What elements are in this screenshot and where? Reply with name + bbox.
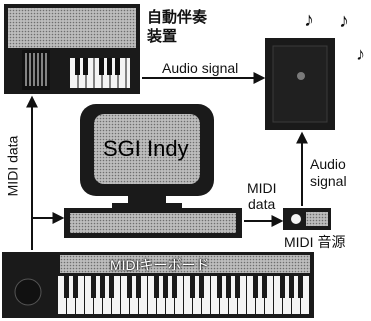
white-key <box>301 276 309 314</box>
black-key <box>100 276 105 298</box>
audio-signal-right-label-line1: Audio <box>310 156 346 172</box>
keyboard-wheel <box>14 278 42 306</box>
black-key <box>172 276 177 298</box>
white-key <box>112 276 120 314</box>
auto-accompaniment-device <box>4 4 140 94</box>
black-key <box>226 276 231 298</box>
white-key <box>184 276 192 314</box>
white-key <box>130 276 138 314</box>
black-key <box>73 276 78 298</box>
midi-data-right-label-line1: MIDI <box>247 180 277 196</box>
device-vent-grille <box>22 50 50 90</box>
speaker-cone <box>297 72 305 80</box>
midi-sound-module-label: MIDI 音源 <box>284 234 346 250</box>
black-key <box>64 276 69 298</box>
white-key <box>157 276 165 314</box>
audio-signal-top-label: Audio signal <box>162 60 239 76</box>
white-key <box>283 276 291 314</box>
speaker <box>265 38 335 130</box>
music-note-2: ♪ <box>339 10 349 32</box>
white-key <box>211 276 219 314</box>
white-key <box>265 276 273 314</box>
device-vent-lines <box>25 53 47 86</box>
black-key <box>253 276 258 298</box>
black-key <box>298 276 303 298</box>
white-key <box>247 276 255 314</box>
audio-signal-right-label-line2: signal <box>310 173 347 189</box>
midi-data-right-label-line2: data <box>248 196 276 212</box>
white-key <box>202 276 210 314</box>
white-key <box>94 276 102 314</box>
midi-keyboard-label: MIDIキーボード <box>110 257 210 273</box>
device-mini-keys <box>70 58 130 88</box>
black-key <box>289 276 294 298</box>
black-key <box>109 276 114 298</box>
white-key <box>292 276 300 314</box>
black-key <box>235 276 240 298</box>
sound-module-knob <box>291 214 301 224</box>
black-key <box>91 276 96 298</box>
white-key <box>85 276 93 314</box>
black-key <box>190 276 195 298</box>
black-key <box>199 276 204 298</box>
white-key <box>58 276 66 314</box>
white-key <box>166 276 174 314</box>
black-key <box>136 276 141 298</box>
white-key <box>76 276 84 314</box>
sgi-indy-monitor <box>80 104 214 209</box>
white-key <box>220 276 228 314</box>
computer-base <box>64 208 242 238</box>
white-key <box>193 276 201 314</box>
music-note-1: ♪ <box>304 9 314 31</box>
black-key <box>217 276 222 298</box>
music-note-3: ♪ <box>356 44 365 64</box>
black-key <box>262 276 267 298</box>
white-key <box>148 276 156 314</box>
computer-label: SGI Indy <box>103 136 189 161</box>
black-key <box>127 276 132 298</box>
midi-sound-module <box>283 208 331 230</box>
white-key <box>139 276 147 314</box>
black-key <box>163 276 168 298</box>
white-key <box>256 276 264 314</box>
white-key <box>175 276 183 314</box>
white-key <box>229 276 237 314</box>
midi-data-left-label: MIDI data <box>4 135 21 197</box>
auto-accompaniment-label-line2: 装置 <box>147 28 178 45</box>
white-key <box>238 276 246 314</box>
white-key <box>274 276 282 314</box>
white-key <box>103 276 111 314</box>
black-key <box>154 276 159 298</box>
auto-accompaniment-label-line1: 自動伴奏 <box>147 9 208 26</box>
black-key <box>280 276 285 298</box>
white-key <box>121 276 129 314</box>
white-key <box>67 276 75 314</box>
midi-keyboard <box>2 252 314 318</box>
